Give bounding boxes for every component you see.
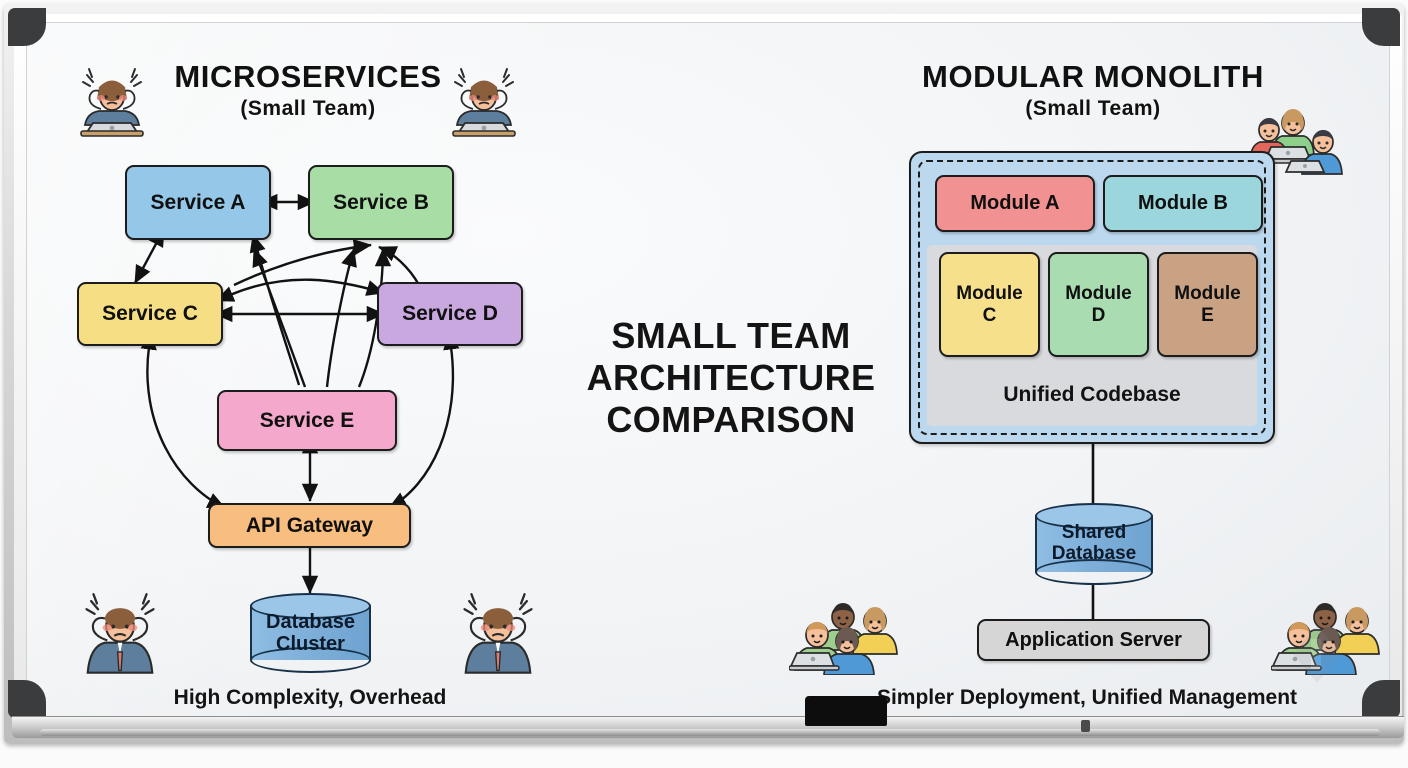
- shared-database-line2: Database: [1051, 543, 1137, 564]
- cylinder-bottom: [250, 647, 371, 673]
- watermark-icon: [1293, 625, 1341, 683]
- center-title-line3: COMPARISON: [606, 399, 856, 441]
- cylinder-top: [250, 593, 371, 619]
- whiteboard-eraser[interactable]: [805, 696, 887, 726]
- center-title: SMALL TEAM ARCHITECTURE COMPARISON: [539, 315, 923, 441]
- stressed-developer-icon: [452, 68, 516, 137]
- database-cluster-line2: Cluster: [276, 633, 345, 655]
- module-c-line2: C: [982, 304, 997, 326]
- database-cluster-line1: Database: [266, 611, 355, 633]
- service-c-label: Service C: [102, 302, 198, 326]
- module-d-line1: Module: [1065, 283, 1132, 305]
- service-c-node[interactable]: Service C: [77, 282, 223, 346]
- whiteboard-frame: MICROSERVICES (Small Team): [4, 4, 1404, 744]
- cylinder-bottom: [1035, 559, 1153, 585]
- cylinder-top: [1035, 503, 1153, 529]
- monolith-subtitle: (Small Team): [1025, 97, 1161, 120]
- module-a-label: Module A: [970, 192, 1060, 215]
- monolith-boundary-dashed: [918, 160, 1266, 435]
- module-e-line1: Module: [1174, 283, 1241, 305]
- marker-tray: [12, 716, 1404, 738]
- module-c-node[interactable]: Module C: [939, 252, 1040, 357]
- shared-database-label: Shared Database: [1035, 503, 1153, 585]
- monolith-title-block: MODULAR MONOLITH (Small Team): [897, 59, 1289, 121]
- shared-database-line1: Shared: [1061, 522, 1127, 544]
- microservices-subtitle: (Small Team): [240, 97, 376, 120]
- stressed-developer-icon: [85, 593, 155, 674]
- unified-codebase-label: Unified Codebase: [1003, 383, 1181, 406]
- module-b-label: Module B: [1138, 192, 1228, 215]
- monolith-title: MODULAR MONOLITH: [922, 59, 1264, 94]
- module-e-line2: E: [1201, 304, 1214, 326]
- module-a-node[interactable]: Module A: [935, 175, 1095, 232]
- happy-team-icon: [1271, 603, 1380, 675]
- module-b-node[interactable]: Module B: [1103, 175, 1263, 232]
- center-title-line2: ARCHITECTURE: [586, 357, 876, 399]
- frame-corner-bottom-left: [8, 680, 46, 718]
- module-d-line2: D: [1091, 304, 1106, 326]
- service-e-label: Service E: [259, 408, 355, 432]
- service-a-label: Service A: [150, 190, 246, 214]
- frame-corner-bottom-right: [1362, 680, 1400, 718]
- shared-database-node[interactable]: Shared Database: [1035, 503, 1153, 585]
- module-c-line1: Module: [956, 283, 1023, 305]
- application-server-node[interactable]: Application Server: [977, 619, 1210, 661]
- module-e-node[interactable]: Module E: [1157, 252, 1258, 357]
- marker-tray-lip: [40, 729, 1380, 736]
- frame-corner-top-right: [1362, 8, 1400, 46]
- module-d-node[interactable]: Module D: [1048, 252, 1149, 357]
- service-a-node[interactable]: Service A: [125, 165, 271, 240]
- whiteboard-surface: MICROSERVICES (Small Team): [26, 22, 1390, 722]
- service-b-label: Service B: [333, 190, 429, 214]
- api-gateway-label: API Gateway: [245, 513, 374, 537]
- marker-tray-end-cap: [1081, 720, 1090, 732]
- monolith-caption: Simpler Deployment, Unified Management: [876, 686, 1298, 709]
- microservices-title: MICROSERVICES: [174, 59, 442, 94]
- application-server-label: Application Server: [1005, 628, 1182, 651]
- stressed-developer-icon: [80, 68, 144, 137]
- happy-team-icon: [789, 603, 898, 675]
- service-b-node[interactable]: Service B: [308, 165, 454, 240]
- stressed-developer-icon: [463, 593, 533, 674]
- database-cluster-node[interactable]: Database Cluster: [250, 593, 371, 673]
- database-cluster-label: Database Cluster: [250, 593, 371, 673]
- service-e-node[interactable]: Service E: [217, 390, 397, 451]
- api-gateway-node[interactable]: API Gateway: [208, 503, 411, 548]
- center-title-line1: SMALL TEAM: [611, 315, 851, 356]
- microservices-caption: High Complexity, Overhead: [173, 686, 447, 709]
- microservices-title-block: MICROSERVICES (Small Team): [143, 59, 473, 121]
- service-d-node[interactable]: Service D: [377, 282, 523, 346]
- service-d-label: Service D: [402, 302, 498, 326]
